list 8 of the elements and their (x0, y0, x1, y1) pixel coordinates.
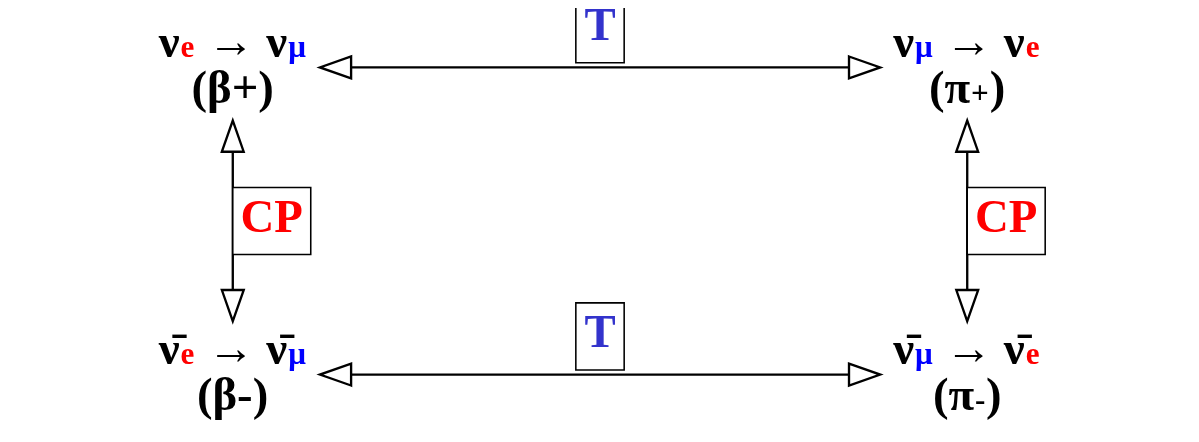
node-text: νμ → νe (π+) (892, 14, 1040, 114)
edge-label: CP (974, 189, 1037, 242)
edge-label: CP (240, 189, 303, 242)
node-text: νe → νμ (β+) (158, 14, 306, 114)
edge-label: T (583, 0, 616, 51)
node-text: ν̄e → ν̄μ (β-) (158, 321, 306, 421)
node-text: ν̄μ → ν̄e (π-) (892, 321, 1040, 421)
edge-label: T (583, 305, 616, 358)
